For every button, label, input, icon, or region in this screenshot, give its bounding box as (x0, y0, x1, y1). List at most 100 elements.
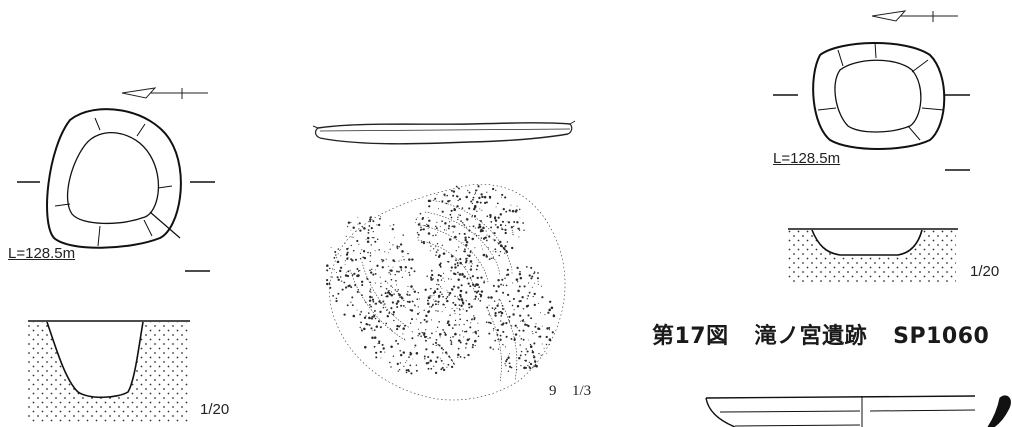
stipple-dot (498, 303, 500, 305)
stipple-dot (365, 315, 367, 317)
stipple-dot (373, 336, 377, 339)
stipple-dot (533, 342, 536, 345)
stipple-dot (337, 278, 340, 281)
stipple-dot (459, 289, 463, 293)
stipple-dot (366, 236, 370, 240)
stipple-dot (427, 310, 430, 314)
stipple-dot (474, 295, 477, 298)
stipple-dot (371, 336, 374, 339)
stipple-dot (478, 262, 480, 263)
stipple-dot (359, 269, 361, 272)
stipple-dot (518, 329, 521, 332)
stipple-dot (336, 276, 339, 279)
stipple-dot (486, 234, 488, 236)
stipple-dot (499, 334, 502, 337)
stipple-dot (474, 227, 477, 229)
stipple-dot (381, 286, 383, 288)
stipple-dot (438, 321, 441, 323)
stipple-dot (464, 224, 466, 226)
stipple-dot (375, 325, 379, 328)
stipple-dot (353, 272, 356, 275)
stipple-dot (493, 232, 496, 235)
stipple-dot (534, 360, 537, 363)
stipple-dot (343, 313, 346, 316)
stipple-dot (439, 226, 441, 227)
stipple-dot (396, 324, 399, 328)
stipple-dot (499, 338, 502, 341)
stipple-dot (456, 307, 458, 309)
stipple-dot (466, 254, 469, 256)
stipple-dot (428, 241, 431, 243)
stipple-dot (440, 286, 442, 288)
stipple-dot (436, 287, 439, 291)
pit-plan-left (17, 108, 215, 272)
stipple-dot (498, 299, 500, 301)
stipple-dot (369, 290, 371, 293)
stipple-dot (448, 294, 450, 296)
stipple-dot (416, 298, 419, 301)
stipple-dot (548, 329, 550, 331)
stipple-dot (430, 245, 432, 247)
stipple-dot (537, 283, 539, 285)
stipple-dot (351, 304, 354, 307)
stipple-dot (364, 345, 367, 349)
scale-label-right: 1/20 (970, 263, 1000, 280)
stipple-dot (477, 335, 480, 338)
stipple-dot (534, 364, 538, 367)
stipple-dot (405, 371, 408, 374)
stipple-dot (420, 335, 422, 337)
stipple-dot (396, 300, 400, 303)
stipple-dot (438, 283, 440, 286)
stipple-dot (510, 204, 512, 206)
stipple-dot (389, 225, 391, 227)
stipple-dot (465, 300, 467, 302)
stipple-dot (465, 342, 468, 345)
stipple-dot (519, 276, 523, 280)
stipple-dot (543, 347, 545, 349)
stipple-dot (486, 191, 488, 193)
stipple-dot (454, 332, 457, 336)
stipple-dot (402, 304, 405, 307)
stipple-dot (478, 286, 481, 289)
stipple-dot (474, 192, 476, 194)
stipple-dot (438, 344, 441, 347)
stipple-dot (519, 314, 522, 317)
stipple-dot (385, 287, 388, 290)
stipple-dot (500, 315, 503, 317)
stipple-dot (459, 318, 462, 321)
stipple-dot (527, 295, 530, 297)
stipple-dot (507, 293, 510, 296)
stipple-dot (463, 275, 466, 278)
stipple-dot (477, 298, 480, 300)
stipple-dot (466, 338, 470, 342)
stipple-dot (377, 320, 381, 323)
stipple-dot (418, 332, 421, 335)
stipple-dot (497, 285, 500, 288)
stipple-dot (460, 304, 463, 308)
stipple-dot (449, 314, 451, 316)
stipple-dot (333, 256, 336, 259)
stipple-dot (474, 285, 476, 288)
stipple-dot (431, 332, 433, 335)
stipple-dot (387, 252, 389, 254)
stipple-dot (441, 220, 443, 223)
stipple-dot (335, 300, 338, 303)
stipple-dot (436, 194, 438, 196)
stipple-dot (540, 354, 542, 356)
stipple-dot (443, 193, 446, 196)
stipple-dot (426, 224, 430, 228)
stipple-dot (369, 295, 372, 299)
stipple-dot (391, 227, 394, 231)
stipple-dot (390, 293, 394, 297)
stipple-dot (462, 241, 464, 243)
stipple-dot (423, 318, 426, 321)
stipple-dot (424, 224, 426, 227)
stipple-dot (485, 321, 488, 324)
stipple-dot (441, 200, 444, 203)
stipple-dot (435, 254, 437, 257)
stipple-dot (472, 198, 474, 201)
stipple-dot (435, 225, 437, 228)
stipple-dot (463, 336, 465, 338)
stipple-dot (435, 234, 437, 236)
